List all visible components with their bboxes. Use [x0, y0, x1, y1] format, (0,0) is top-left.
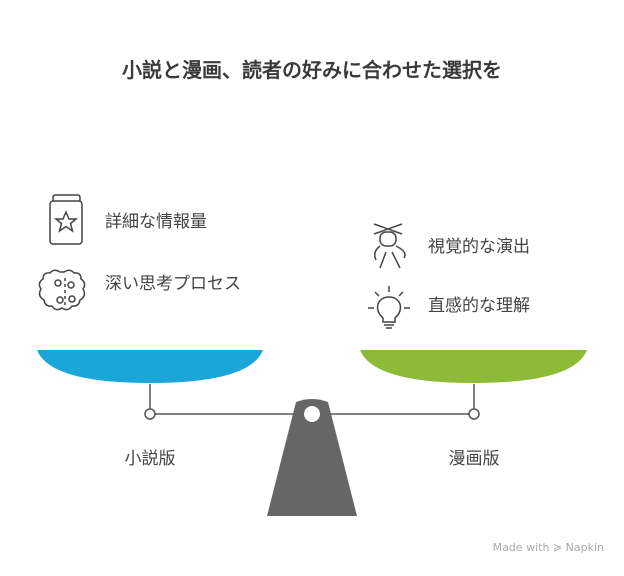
pivot [304, 406, 320, 422]
left-side-label: 小説版 [124, 449, 176, 469]
lightbulb-icon [368, 286, 410, 329]
figure-icon [373, 223, 406, 269]
page-title: 小説と漫画、読者の好みに合わせた選択を [122, 58, 502, 82]
napkin-watermark[interactable]: Made with ≽ Napkin [493, 541, 604, 554]
right-item-text: 直感的な理解 [428, 296, 530, 316]
fulcrum [267, 399, 357, 516]
right-side-label: 漫画版 [448, 449, 500, 469]
left-item-text: 詳細な情報量 [105, 212, 207, 232]
brain-icon [38, 269, 86, 311]
left-joint [144, 408, 156, 420]
left-item-text: 深い思考プロセス [105, 274, 241, 294]
right-joint [468, 408, 480, 420]
book-star-icon [49, 194, 83, 245]
napkin-logo-icon: ≽ [552, 541, 563, 554]
footer-text: Made with [492, 541, 550, 554]
footer-brand: Napkin [565, 541, 604, 554]
right-pan [360, 350, 587, 383]
right-item-text: 視覚的な演出 [428, 237, 530, 257]
left-pan [37, 350, 263, 383]
